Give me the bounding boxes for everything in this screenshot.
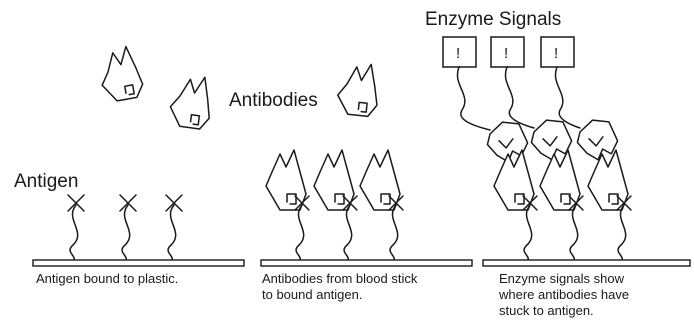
panel-1-antigen-bound: Antigen Antigen bound to plastic. xyxy=(14,45,244,286)
panel-3-enzyme-signals: Enzyme Signals ! ! ! xyxy=(425,9,690,318)
antibodies-label: Antibodies xyxy=(229,90,318,111)
free-antibody xyxy=(336,61,381,117)
antigen-molecule xyxy=(166,195,182,260)
enzyme-signal-symbol: ! xyxy=(456,45,460,62)
bound-antibody xyxy=(266,150,309,260)
bound-antibody xyxy=(494,150,537,260)
free-antibody xyxy=(96,45,144,103)
bound-antibody xyxy=(540,150,583,260)
enzyme-tether xyxy=(457,67,490,130)
plastic-plate xyxy=(33,260,244,266)
bound-antibody xyxy=(360,150,403,260)
bound-antibody xyxy=(588,150,631,260)
plastic-plate xyxy=(261,260,472,266)
plastic-plate xyxy=(483,260,690,266)
panel-2-caption-line-1: Antibodies from blood stick xyxy=(262,271,418,286)
enzyme-signals-label: Enzyme Signals xyxy=(425,9,561,30)
enzyme-signal-symbol: ! xyxy=(504,45,508,62)
panel-3-caption-line-2: where antibodies have xyxy=(498,287,629,302)
enzyme-tether xyxy=(505,67,534,128)
panel-2-antibodies-stick: Antibodies xyxy=(229,61,472,302)
antigen-molecule xyxy=(120,195,136,260)
enzyme-signal-symbol: ! xyxy=(554,45,558,62)
panel-1-caption-line-1: Antigen bound to plastic. xyxy=(36,271,178,286)
panel-3-caption-line-3: stuck to antigen. xyxy=(499,303,594,318)
antigen-molecule xyxy=(68,195,84,260)
panel-3-caption-line-1: Enzyme signals show xyxy=(499,271,625,286)
bound-antibody xyxy=(314,150,357,260)
panel-2-caption-line-2: to bound antigen. xyxy=(262,287,362,302)
free-antibody xyxy=(168,73,215,130)
antigen-label: Antigen xyxy=(14,171,78,192)
enzyme-tether xyxy=(555,67,580,128)
